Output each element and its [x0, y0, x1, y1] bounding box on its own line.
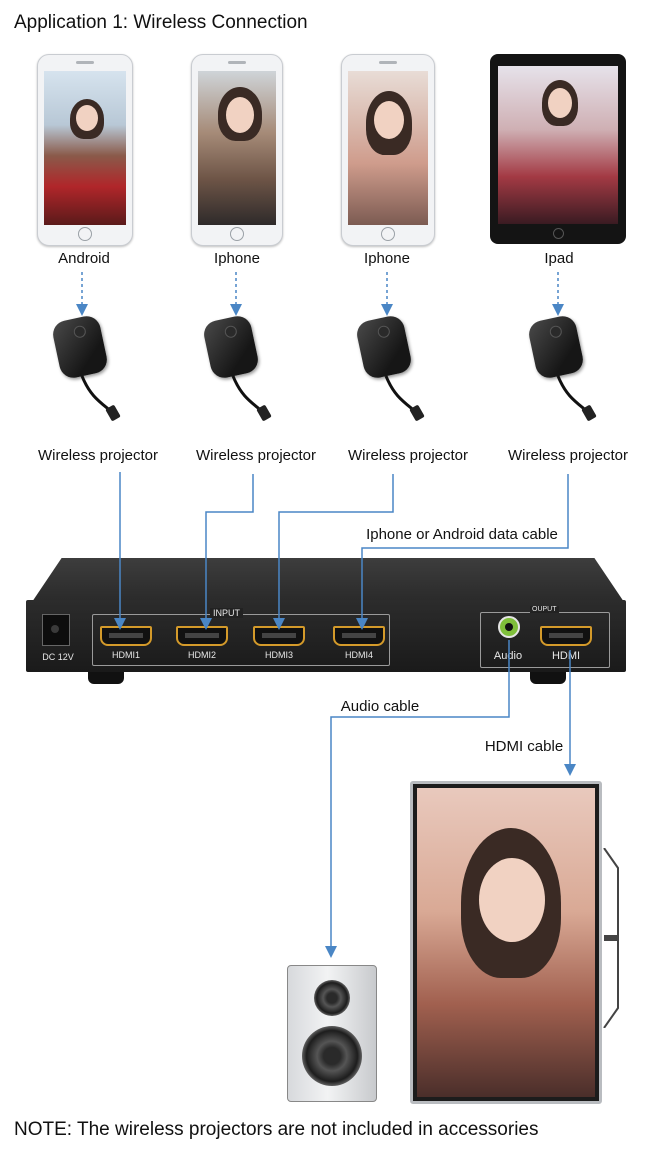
projector-label: Wireless projector — [195, 447, 317, 464]
hdmi-cable-label: HDMI cable — [484, 738, 564, 755]
dc-label: DC 12V — [42, 652, 74, 662]
device-label-iphone-2: Iphone — [364, 250, 410, 267]
note-text: NOTE: The wireless projectors are not in… — [14, 1119, 539, 1140]
iphone-2 — [341, 54, 435, 246]
output-label: OUPUT — [530, 606, 559, 613]
tablet-screen — [498, 66, 618, 224]
diagram-title: Application 1: Wireless Connection — [14, 12, 308, 33]
iphone-1 — [191, 54, 283, 246]
hub-top-panel — [32, 558, 624, 602]
audio-output-jack — [498, 616, 520, 638]
projector-label: Wireless projector — [507, 447, 629, 464]
hdmi-output-port — [540, 626, 592, 646]
audio-cable-label: Audio cable — [340, 698, 420, 715]
ipad — [490, 54, 626, 244]
wireless-projector — [526, 313, 602, 424]
dc-power-jack — [42, 614, 70, 646]
android-phone — [37, 54, 133, 246]
data-cable-label: Iphone or Android data cable — [366, 526, 558, 543]
input-label: INPUT — [210, 608, 243, 618]
projector-label: Wireless projector — [37, 447, 159, 464]
hub-foot — [530, 672, 566, 684]
hdmi-input-port-3 — [253, 626, 305, 646]
tv-stand — [603, 848, 619, 1028]
hub-foot — [88, 672, 124, 684]
device-label-android: Android — [58, 250, 110, 267]
wireless-projector — [354, 313, 430, 424]
port-label-hdmi1: HDMI1 — [111, 650, 140, 660]
device-label-iphone-1: Iphone — [214, 250, 260, 267]
port-label-hdmi2: HDMI2 — [187, 650, 216, 660]
projector-label: Wireless projector — [347, 447, 469, 464]
phone-screen — [348, 71, 428, 225]
phone-screen — [44, 71, 126, 225]
hdmi-input-port-2 — [176, 626, 228, 646]
phone-screen — [198, 71, 276, 225]
speaker — [287, 965, 377, 1102]
hdmi-input-port-1 — [100, 626, 152, 646]
display-content — [417, 788, 595, 1097]
hdmi-out-label: HDMI — [551, 650, 581, 662]
wireless-projector — [50, 313, 126, 424]
device-label-ipad: Ipad — [544, 250, 574, 267]
display-screen — [410, 781, 602, 1104]
port-label-hdmi3: HDMI3 — [264, 650, 293, 660]
audio-port-label: Audio — [493, 650, 523, 662]
wireless-projector — [201, 313, 277, 424]
hdmi-input-port-4 — [333, 626, 385, 646]
port-label-hdmi4: HDMI4 — [344, 650, 373, 660]
